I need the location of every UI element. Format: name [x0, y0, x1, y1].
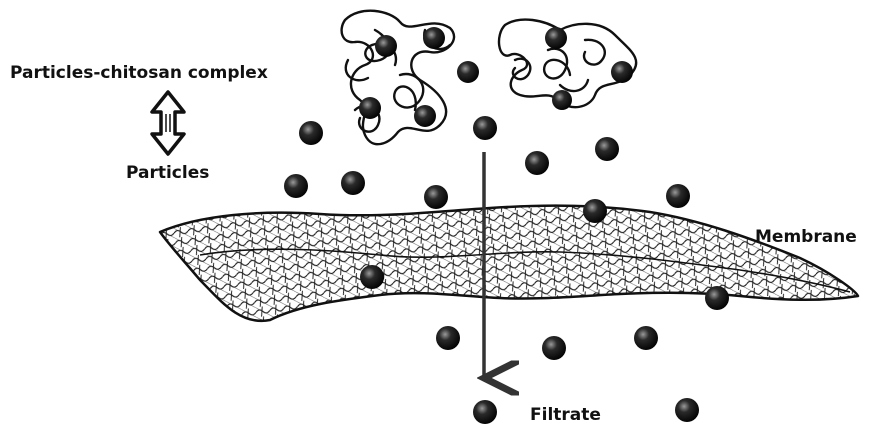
- particle: [675, 398, 699, 422]
- particle: [424, 185, 448, 209]
- label-particles: Particles: [126, 163, 209, 183]
- particle: [611, 61, 633, 83]
- particle: [666, 184, 690, 208]
- particle: [705, 286, 729, 310]
- particle: [436, 326, 460, 350]
- particle: [634, 326, 658, 350]
- particle: [473, 116, 497, 140]
- particle: [473, 400, 497, 424]
- particle: [299, 121, 323, 145]
- particle: [375, 35, 397, 57]
- particle: [341, 171, 365, 195]
- free-particles-above: [284, 116, 690, 209]
- double-arrow-icon: [152, 92, 184, 154]
- particle: [457, 61, 479, 83]
- membrane: [160, 206, 858, 321]
- particle: [552, 90, 572, 110]
- particle: [545, 27, 567, 49]
- particle: [583, 199, 607, 223]
- particle: [360, 265, 384, 289]
- particle: [414, 105, 436, 127]
- particle: [595, 137, 619, 161]
- particle: [423, 27, 445, 49]
- particle: [542, 336, 566, 360]
- label-filtrate: Filtrate: [530, 405, 601, 425]
- particle: [284, 174, 308, 198]
- particle: [359, 97, 381, 119]
- label-membrane: Membrane: [755, 227, 857, 247]
- particle: [525, 151, 549, 175]
- label-complex: Particles-chitosan complex: [10, 63, 268, 83]
- complex-particles: [359, 27, 633, 127]
